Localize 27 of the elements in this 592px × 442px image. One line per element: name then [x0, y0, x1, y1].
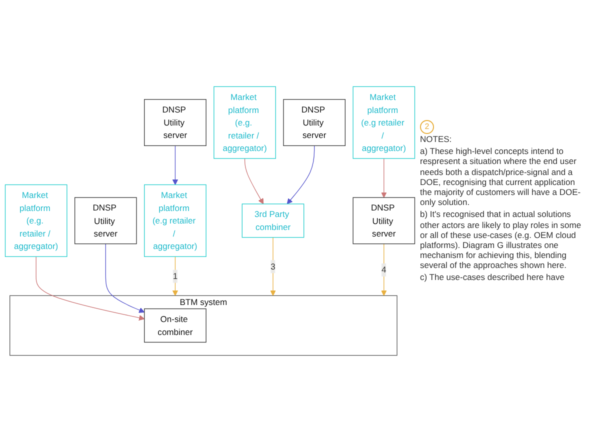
node-box: On-site combiner	[144, 308, 206, 343]
callout-number: 2	[420, 120, 434, 134]
node-box: DNSP Utility server	[283, 99, 346, 146]
edge-label: 4	[382, 264, 386, 274]
node-box: Market platform (e.g retailer / aggregator)	[352, 86, 416, 159]
note-text: a) These high-level concepts intend to respresent a situation where the end user needs both a dispatch/price-signal and a DOE, recognising that current application the majority of customers will have a DOE-only solution.	[420, 146, 582, 208]
arrow	[286, 145, 315, 204]
node-box: Market platform (e.g. retailer / aggregator)	[214, 86, 276, 159]
arrow	[172, 256, 178, 296]
arrow	[172, 145, 178, 185]
edge-label: 3	[270, 261, 276, 272]
arrow	[381, 158, 387, 198]
node-box: DNSP Utility server	[144, 99, 206, 146]
arrow	[381, 243, 387, 296]
node-box: DNSP Utility server	[352, 197, 416, 244]
note-text: c) The use-cases described here have	[420, 272, 566, 283]
arrow	[244, 158, 264, 204]
edge-label: 1	[172, 271, 178, 281]
node-box: 3rd Party combiner	[242, 204, 304, 238]
node-box: Market platform (e.g. retailer / aggregator)	[4, 184, 68, 257]
note-text: b) It's recognised that in actual solutions other actors are likely to play roles in some or all of these use-cases (e.g. OEM cloud platforms). Diagram G illustrates one mechanism for achieving this, blending several of the approaches shown here.	[420, 209, 582, 270]
arrow	[270, 237, 276, 296]
node-box: DNSP Utility server	[74, 197, 137, 244]
arrow	[36, 256, 145, 321]
arrow	[105, 243, 145, 313]
note-text: NOTES:	[420, 134, 453, 144]
node-box: Market platform (e.g retailer / aggregator)	[144, 184, 206, 257]
